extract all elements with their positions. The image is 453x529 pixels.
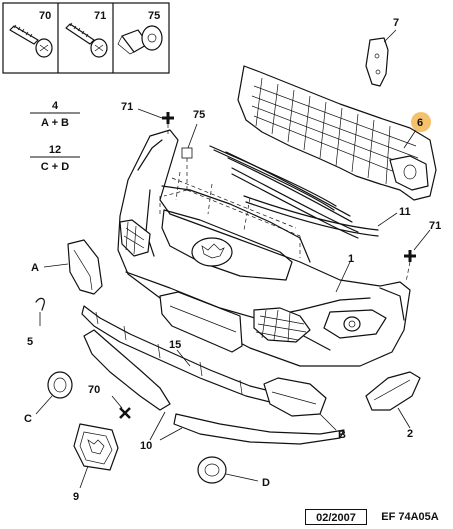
part-2-end-trim: 2 <box>365 371 421 440</box>
callout-d: D <box>262 477 270 489</box>
push-clip-icon <box>117 25 163 55</box>
part-b-lower-trim: B <box>263 377 346 441</box>
legend-number-75: 75 <box>148 10 160 22</box>
fastener-legend: 70 71 75 <box>2 2 170 74</box>
callout-7: 7 <box>393 17 399 29</box>
fraction-4: 4 A + B <box>30 100 80 129</box>
callout-71-left: 71 <box>121 101 133 113</box>
part-70-screw: 70 <box>88 384 131 419</box>
callout-9: 9 <box>73 491 79 503</box>
callout-6: 6 <box>417 117 423 129</box>
callout-15: 15 <box>169 339 181 351</box>
footer-date: 02/2007 <box>305 509 367 525</box>
screw-71-right: 71 <box>404 220 441 283</box>
screw-71-left: 71 <box>121 101 174 134</box>
fraction-12: 12 C + D <box>30 144 80 173</box>
fraction-numerator: 12 <box>49 144 61 156</box>
callout-b: B <box>338 429 346 441</box>
self-tapping-screw-icon <box>65 22 108 58</box>
callout-71-right: 71 <box>429 220 441 232</box>
part-5-clip: 5 <box>27 297 45 348</box>
part-d-tow-eye-cover: D <box>197 456 270 489</box>
legend-number-70: 70 <box>39 10 51 22</box>
part-75-clip-reference: 75 <box>159 109 301 258</box>
callout-2: 2 <box>407 428 413 440</box>
callout-c: C <box>24 413 32 425</box>
part-9-badge: 9 <box>73 423 119 503</box>
legend-number-71: 71 <box>94 10 106 22</box>
callout-a: A <box>31 262 39 274</box>
fraction-numerator: 4 <box>52 100 59 112</box>
footer-reference: EF 74A05A <box>381 511 439 523</box>
callout-70: 70 <box>88 384 100 396</box>
callout-10: 10 <box>140 440 152 452</box>
part-11-trim-strips: 11 <box>209 145 411 239</box>
highlight-marker <box>411 112 431 132</box>
part-a-trim-insert: A <box>31 239 103 295</box>
screw-icon <box>9 24 53 58</box>
part-7-bracket: 7 <box>365 17 399 87</box>
part-c-tow-eye-cover: C <box>24 371 73 425</box>
callout-5: 5 <box>27 336 33 348</box>
callout-75: 75 <box>193 109 205 121</box>
part-10-lower-spoiler: 10 <box>83 329 345 452</box>
fraction-denominator: A + B <box>41 117 69 129</box>
part-6-grille: 6 <box>237 65 437 201</box>
fraction-denominator: C + D <box>41 161 69 173</box>
callout-1: 1 <box>348 253 354 265</box>
callout-11: 11 <box>399 206 411 218</box>
